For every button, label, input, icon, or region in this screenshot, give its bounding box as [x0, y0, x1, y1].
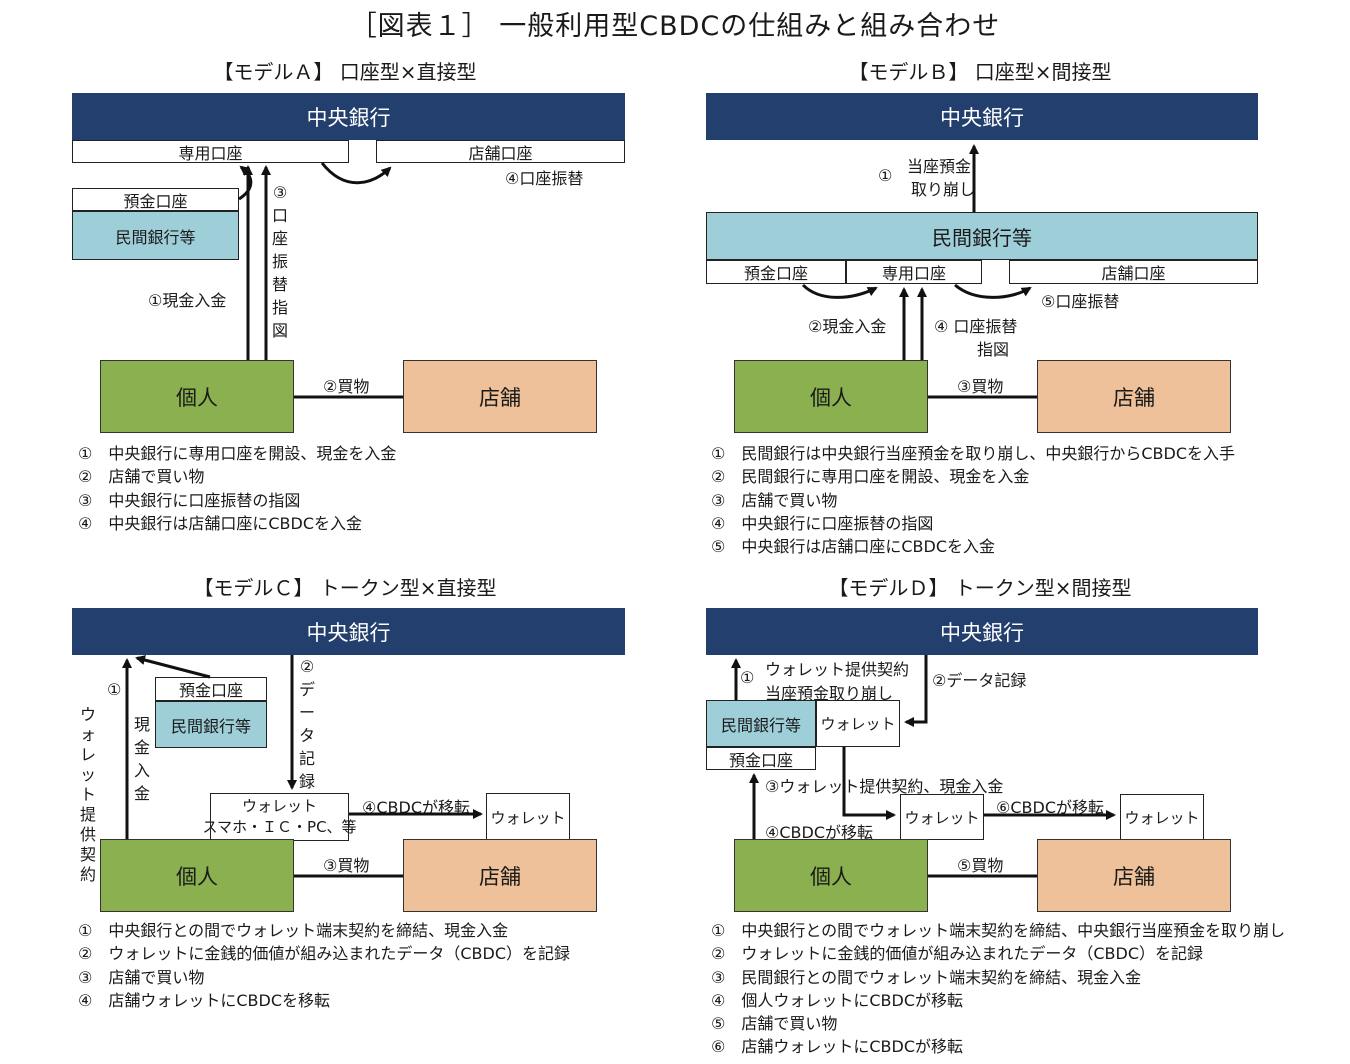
model-d-label-contract-2: 当座預金取り崩し — [765, 684, 894, 703]
model-c-user-wallet: ウォレット スマホ・ＩＣ・PC、等 — [202, 793, 357, 841]
model-d-label-contract-num: ① — [740, 668, 755, 687]
model-b-notes: ① 民間銀行は中央銀行当座預金を取り崩し、中央銀行からCBDCを入手 ② 民間銀… — [711, 442, 1235, 558]
model-d-note: ① 中央銀行との間でウォレット端末契約を締結、中央銀行当座預金を取り崩し — [711, 921, 1286, 940]
model-b-label-cash-deposit: ②現金入金 — [808, 317, 887, 336]
model-a-label-cash-deposit: ①現金入金 — [148, 291, 227, 310]
model-a-note: ④ 中央銀行は店舗口座にCBDCを入金 — [78, 513, 362, 533]
model-b-deposit-account: 預金口座 — [706, 260, 846, 284]
model-b-note: ④ 中央銀行に口座振替の指図 — [711, 513, 934, 533]
model-d-note: ④ 個人ウォレットにCBDCが移転 — [711, 990, 963, 1010]
model-b-label-transfer: ⑤口座振替 — [1041, 292, 1120, 311]
model-a-label-transfer-instruction: ③口座振替指図 — [271, 183, 288, 340]
model-d-note: ② ウォレットに金銭的価値が組み込まれたデータ（CBDC）を記録 — [711, 944, 1203, 964]
model-b-central-bank: 中央銀行 — [706, 93, 1258, 140]
model-c-label-transfer: ④CBDCが移転 — [362, 798, 470, 817]
model-c-note: ④ 店舗ウォレットにCBDCを移転 — [78, 990, 330, 1010]
model-d-bank-wallet: ウォレット — [816, 700, 900, 747]
model-b-note: ⑤ 中央銀行は店舗口座にCBDCを入金 — [711, 537, 995, 557]
model-d-note: ③ 民間銀行との間でウォレット端末契約を締結、現金入金 — [711, 967, 1142, 987]
model-d-private-bank: 民間銀行等 — [706, 700, 816, 747]
model-c-note: ② ウォレットに金銭的価値が組み込まれたデータ（CBDC）を記録 — [78, 944, 570, 964]
model-a-note: ③ 中央銀行に口座振替の指図 — [78, 490, 301, 510]
model-c-title: 【モデルＣ】 トークン型×直接型 — [193, 576, 497, 600]
model-c-private-bank: 民間銀行等 — [155, 701, 267, 748]
model-b-arrow-transfer — [954, 283, 1032, 299]
model-a-arrow-transfer — [320, 162, 392, 185]
model-a-dedicated-account: 専用口座 — [72, 140, 349, 163]
model-c-label-wallet-contract-num: ① — [107, 680, 122, 699]
model-d-arrow-data-record — [904, 655, 928, 727]
model-c-shop-wallet: ウォレット — [486, 793, 570, 841]
model-c-shop: 店舗 — [403, 839, 597, 912]
model-c-user-wallet-label: ウォレット — [241, 797, 317, 815]
model-a-label-transfer: ④口座振替 — [505, 169, 584, 188]
model-d-label-transfer-6: ⑥CBDCが移転 — [996, 798, 1104, 817]
model-a-shop: 店舗 — [403, 360, 597, 433]
model-b-label-reserve-1: 当座預金 — [907, 157, 972, 176]
model-a-deposit-account: 預金口座 — [72, 188, 239, 211]
model-c-person: 個人 — [100, 839, 294, 912]
model-b-note: ① 民間銀行は中央銀行当座預金を取り崩し、中央銀行からCBDCを入手 — [711, 444, 1235, 463]
model-c-note: ① 中央銀行との間でウォレット端末契約を締結、現金入金 — [78, 921, 509, 940]
model-b-label-instruction-2: 指図 — [977, 340, 1010, 359]
model-a-note: ② 店舗で買い物 — [78, 467, 205, 487]
model-d-user-wallet: ウォレット — [900, 794, 984, 840]
model-b-shop-account: 店舗口座 — [1009, 260, 1258, 284]
model-a-label-purchase: ②買物 — [323, 377, 370, 396]
model-b-label-instruction-1: ④ 口座振替 — [934, 317, 1018, 336]
model-a-shop-account: 店舗口座 — [376, 140, 625, 163]
model-d-central-bank: 中央銀行 — [706, 608, 1258, 655]
model-c-deposit-account: 預金口座 — [155, 677, 267, 701]
model-b-shop: 店舗 — [1037, 360, 1231, 433]
model-b-label-purchase: ③買物 — [957, 377, 1004, 396]
model-a-central-bank: 中央銀行 — [72, 93, 625, 140]
model-b-private-bank: 民間銀行等 — [706, 212, 1258, 260]
model-b-dedicated-account: 専用口座 — [846, 260, 982, 284]
model-c-arrow-bank-to-cb — [135, 655, 211, 679]
model-a-arrow-deposit-to-account — [238, 165, 253, 201]
model-c-label-wallet-contract: ウォレット提供契約 — [79, 705, 96, 884]
model-b-title: 【モデルＢ】 口座型×間接型 — [848, 60, 1112, 84]
model-d-arrow-wallet-contract — [842, 747, 896, 820]
model-d-note: ⑥ 店舗ウォレットにCBDCが移転 — [711, 1037, 963, 1057]
model-d-person: 個人 — [734, 839, 928, 912]
figure-title: ［図表１］ 一般利用型CBDCの仕組みと組み合わせ — [349, 11, 1001, 42]
model-c-note: ③ 店舗で買い物 — [78, 967, 205, 987]
model-d-label-purchase: ⑤買物 — [957, 856, 1004, 875]
model-d-notes: ① 中央銀行との間でウォレット端末契約を締結、中央銀行当座預金を取り崩し ② ウ… — [711, 919, 1285, 1059]
model-b-label-reserve-num: ① — [878, 166, 893, 185]
model-a-person: 個人 — [100, 360, 294, 433]
model-d-label-data-record: ②データ記録 — [932, 671, 1027, 690]
model-b-note: ③ 店舗で買い物 — [711, 490, 838, 510]
model-d-shop-wallet: ウォレット — [1120, 794, 1204, 840]
model-a-private-bank: 民間銀行等 — [72, 211, 239, 260]
model-d-note: ⑤ 店舗で買い物 — [711, 1014, 838, 1034]
model-a-title: 【モデルＡ】 口座型×直接型 — [213, 60, 477, 84]
model-c-label-data-record: ②データ記録 — [298, 657, 315, 791]
model-d-shop: 店舗 — [1037, 839, 1231, 912]
model-c-central-bank: 中央銀行 — [72, 608, 625, 655]
model-b-person: 個人 — [734, 360, 928, 433]
model-a-note: ① 中央銀行に専用口座を開設、現金を入金 — [78, 444, 397, 463]
model-d-title: 【モデルＤ】 トークン型×間接型 — [828, 576, 1132, 600]
model-d-label-wallet-contract: ③ウォレット提供契約、現金入金 — [765, 777, 1004, 796]
model-b-note: ② 民間銀行に専用口座を開設、現金を入金 — [711, 467, 1030, 487]
model-c-label-purchase: ③買物 — [323, 856, 370, 875]
model-a-notes: ① 中央銀行に専用口座を開設、現金を入金 ② 店舗で買い物 ③ 中央銀行に口座振… — [78, 442, 396, 535]
model-b-arrow-cash-deposit — [801, 283, 878, 299]
model-d-label-contract-1: ウォレット提供契約 — [765, 660, 910, 679]
model-c-label-cash-deposit: 現金入金 — [133, 715, 150, 803]
model-c-user-wallet-devices: スマホ・ＩＣ・PC、等 — [202, 818, 357, 836]
model-d-label-transfer-4: ④CBDCが移転 — [765, 823, 873, 842]
model-b-label-reserve-2: 取り崩し — [911, 180, 976, 199]
model-d-deposit-account: 預金口座 — [706, 747, 816, 770]
model-c-notes: ① 中央銀行との間でウォレット端末契約を締結、現金入金 ② ウォレットに金銭的価… — [78, 919, 570, 1012]
